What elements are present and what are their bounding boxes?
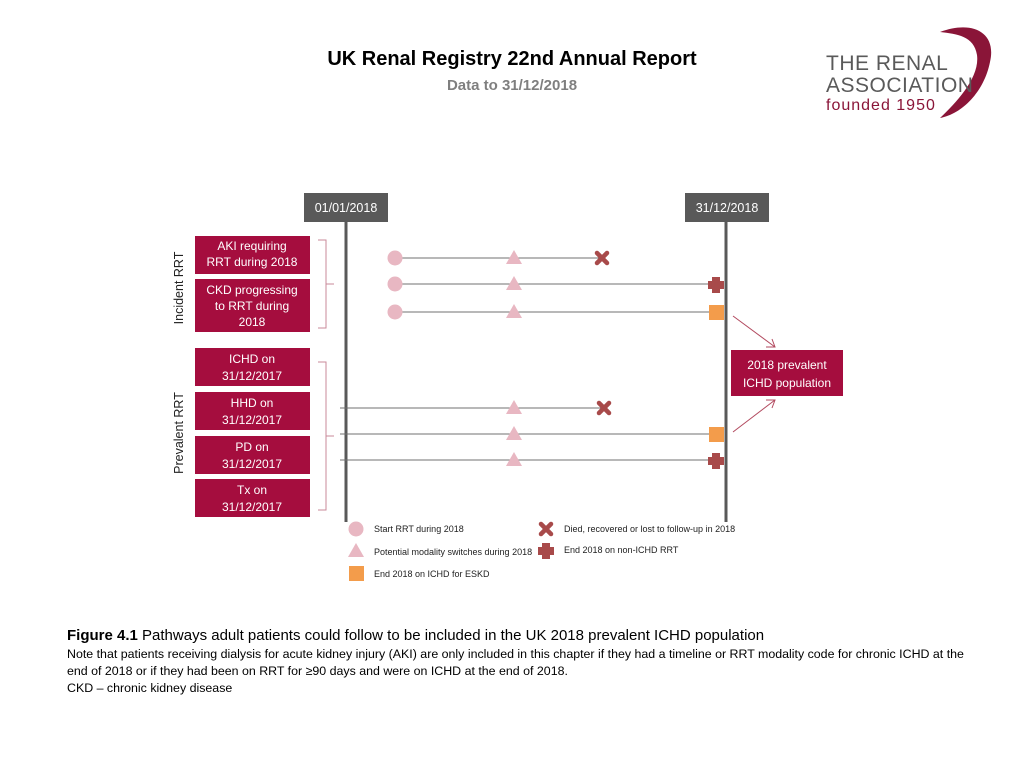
logo-swirl-icon (940, 27, 992, 119)
end-date-label: 31/12/2018 (696, 201, 759, 215)
tx-box-line-1: Tx on (237, 483, 267, 497)
figure-caption: Figure 4.1 Pathways adult patients could… (67, 627, 967, 697)
modality-switch-icon (506, 400, 522, 414)
pd-box-line-1: PD on (235, 440, 268, 454)
arrow-to-result (732, 315, 776, 348)
ckd-box-line-2: to RRT during (215, 299, 289, 313)
ichd-box-line-2: 31/12/2017 (222, 369, 282, 383)
legend-died-icon (538, 521, 554, 537)
pd-box-line-2: 31/12/2017 (222, 457, 282, 471)
end-ichd-icon (709, 427, 724, 442)
caption-heading: Figure 4.1 Pathways adult patients could… (67, 627, 967, 644)
aki-box-line-2: RRT during 2018 (207, 255, 298, 269)
prevalent-brace (318, 361, 334, 511)
legend-switch-label: Potential modality switches during 2018 (374, 547, 532, 557)
result-line-1: 2018 prevalent (747, 358, 827, 372)
legend-non-ichd-label: End 2018 on non-ICHD RRT (564, 545, 679, 555)
non-ichd-icon (708, 453, 724, 469)
legend-end-ichd-label: End 2018 on ICHD for ESKD (374, 569, 490, 579)
non-ichd-icon (708, 277, 724, 293)
prevalent-rrt-label: Prevalent RRT (172, 392, 186, 474)
modality-switch-icon (506, 452, 522, 466)
legend-died-label: Died, recovered or lost to follow-up in … (564, 524, 735, 534)
hhd-box-line-1: HHD on (231, 396, 274, 410)
logo-line-1: THE RENAL (826, 52, 949, 75)
legend-start-icon (348, 521, 364, 537)
incident-rrt-label: Incident RRT (172, 251, 186, 324)
legend-switch-icon (348, 543, 364, 557)
aki-box-line-1: AKI requiring (217, 239, 286, 253)
incident-brace (318, 239, 334, 329)
end-ichd-icon (709, 305, 724, 320)
ckd-box-line-3: 2018 (239, 315, 266, 329)
died-icon (594, 250, 610, 266)
tx-box-line-2: 31/12/2017 (222, 500, 282, 514)
logo-line-3: founded 1950 (826, 97, 936, 114)
hhd-box-line-2: 31/12/2017 (222, 413, 282, 427)
ckd-box (195, 279, 310, 332)
ichd-box-line-1: ICHD on (229, 352, 275, 366)
caption-note: Note that patients receiving dialysis fo… (67, 647, 964, 678)
modality-switch-icon (506, 276, 522, 290)
start-date-label: 01/01/2018 (315, 201, 378, 215)
start-date-box (304, 193, 388, 222)
legend-non-ichd-icon (538, 543, 554, 559)
tx-box (195, 479, 310, 517)
start-rrt-icon (387, 276, 403, 292)
arrow-to-result (732, 399, 776, 433)
prevalent-ichd-result-box (731, 350, 843, 396)
legend-start-label: Start RRT during 2018 (374, 524, 464, 534)
aki-box (195, 236, 310, 274)
report-subtitle: Data to 31/12/2018 (446, 77, 578, 94)
end-date-box (685, 193, 769, 222)
modality-switch-icon (506, 304, 522, 318)
figure-label: Figure 4.1 (67, 627, 138, 644)
figure-title: Pathways adult patients could follow to … (142, 627, 765, 644)
modality-switch-icon (506, 426, 522, 440)
modality-switch-icon (506, 250, 522, 264)
logo-line-2: ASSOCIATION (826, 74, 974, 97)
ckd-box-line-1: CKD progressing (206, 283, 297, 297)
died-icon (596, 400, 612, 416)
hhd-box (195, 392, 310, 430)
ichd-box (195, 348, 310, 386)
pd-box (195, 436, 310, 474)
result-line-2: ICHD population (743, 376, 831, 390)
renal-association-logo: THE RENAL ASSOCIATION founded 1950 (822, 22, 1002, 122)
pathway-diagram: 01/01/2018 31/12/2018 Incident RRT Preva… (172, 193, 843, 581)
start-rrt-icon (387, 304, 403, 320)
start-rrt-icon (387, 250, 403, 266)
legend-end-ichd-icon (349, 566, 364, 581)
caption-abbreviation: CKD – chronic kidney disease (67, 681, 233, 695)
report-title: UK Renal Registry 22nd Annual Report (327, 48, 697, 70)
